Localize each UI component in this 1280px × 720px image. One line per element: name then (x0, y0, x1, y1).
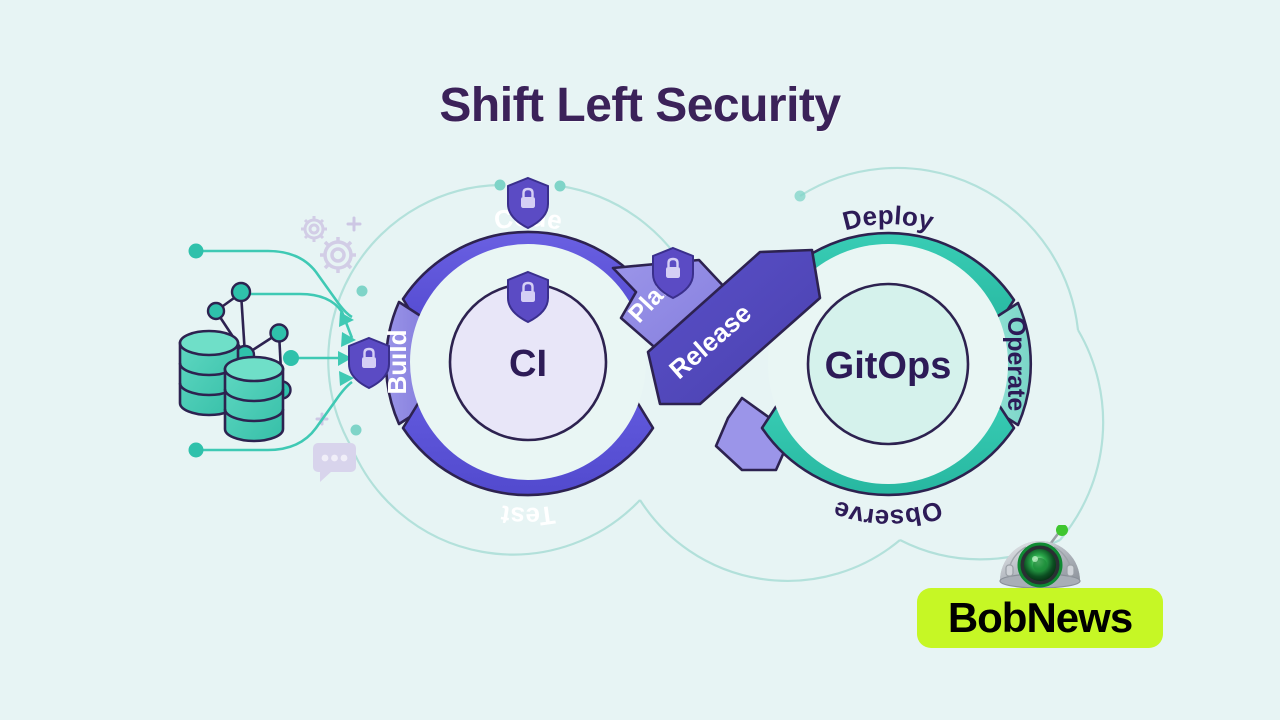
shield-icon-build (348, 336, 390, 390)
logo-plate (917, 588, 1163, 648)
node-graph-dots (206, 281, 292, 400)
gear-icon-small (301, 216, 327, 242)
flow-lines (198, 249, 354, 452)
label-test: Test (498, 500, 557, 532)
left-decor-group (178, 216, 362, 482)
label-operate: Operate (1002, 317, 1030, 412)
logo-text: BobNews (947, 594, 1133, 641)
left-loop-ci (384, 230, 655, 497)
robot-head-icon (999, 525, 1081, 589)
page-title: Shift Left Security (439, 79, 841, 132)
ring-dots (350, 179, 806, 442)
flow-arrowheads (338, 312, 356, 386)
database-icon-front (223, 355, 285, 443)
shield-icon-ci (507, 270, 549, 324)
speech-bubble-icon (313, 443, 356, 482)
shield-icon-code (507, 176, 549, 230)
gear-icon-large (320, 237, 356, 273)
flow-endpoint-dots (188, 243, 299, 458)
bobnews-logo: BobNews (912, 525, 1168, 650)
label-gitops: GitOps (825, 345, 952, 387)
label-deploy: Deploy (839, 200, 937, 237)
shield-icon-plan (652, 246, 694, 300)
gitops-center-circle (806, 282, 970, 446)
antenna-ball (1056, 525, 1068, 536)
label-ci: CI (509, 343, 547, 385)
cross-band-release (646, 248, 822, 406)
right-loop-gitops (760, 231, 1033, 497)
